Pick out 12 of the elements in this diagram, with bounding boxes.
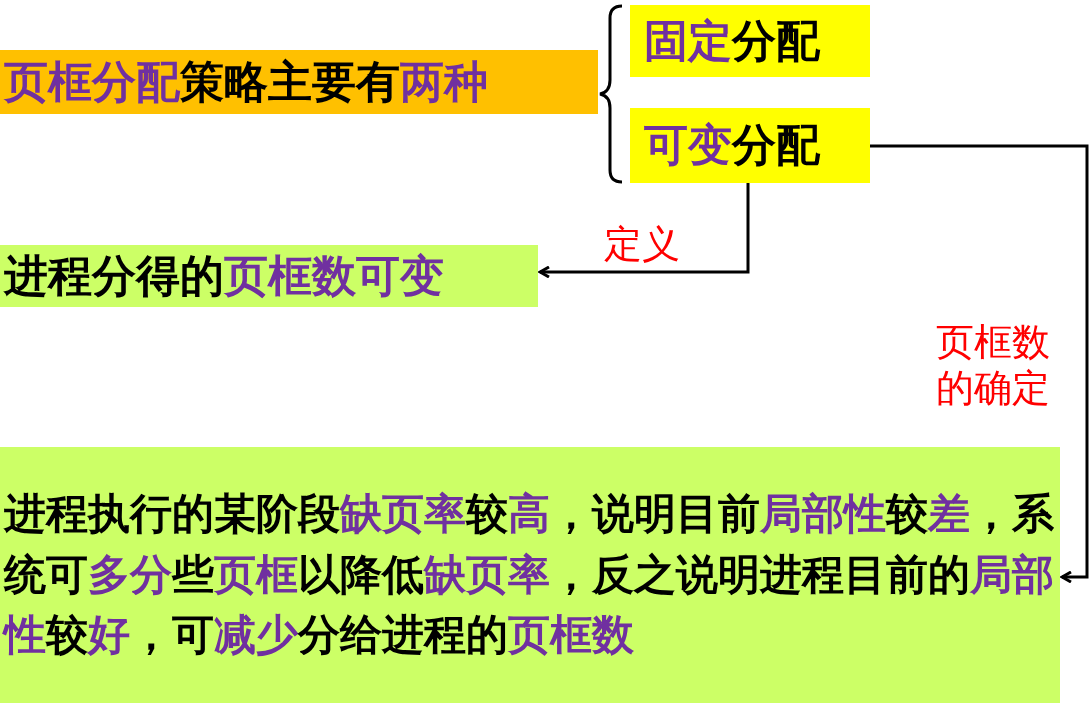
arrow bbox=[870, 144, 1089, 584]
node-text: 可变分配 bbox=[644, 119, 820, 172]
text-box bbox=[0, 245, 538, 307]
node-text: 进程分得的页框数可变 bbox=[4, 249, 444, 303]
node-text: 进程执行的某阶段缺页率较高，说明目前局部性较差，系统可多分些页框以降低缺页率，反之说明进程目前的局部性较好，可减少分给进程的页框数 bbox=[4, 487, 1055, 662]
node-text: 固定分配 bbox=[644, 14, 820, 68]
text-box bbox=[0, 50, 598, 114]
text-box bbox=[0, 447, 1060, 703]
text-box bbox=[630, 5, 870, 77]
node-text: 页框分配策略主要有两种 bbox=[4, 55, 488, 109]
text-box bbox=[630, 108, 870, 183]
arrow bbox=[538, 183, 750, 279]
